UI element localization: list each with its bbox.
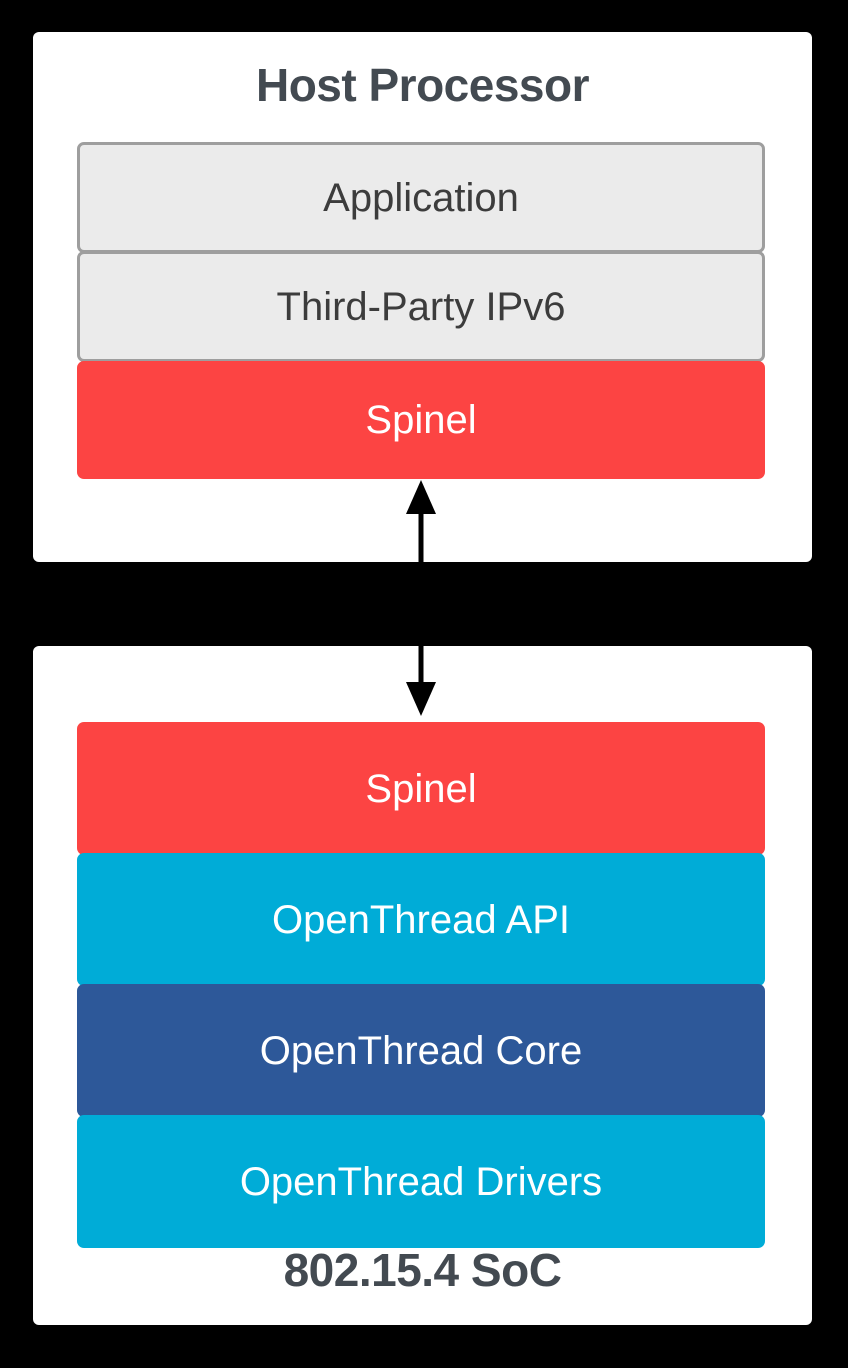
spinel-link-double-arrow: [396, 478, 446, 718]
layer-box-openthread-drivers: OpenThread Drivers: [77, 1115, 765, 1248]
layer-box-host-spinel: Spinel: [77, 361, 765, 479]
soc-title: 802.15.4 SoC: [283, 1244, 562, 1296]
layer-box-third-party-ipv6: Third-Party IPv6: [77, 251, 765, 362]
host-processor-title: Host Processor: [255, 59, 590, 111]
layer-box-soc-spinel: Spinel: [77, 722, 765, 855]
host-processor-layer-stack: Application Third-Party IPv6 Spinel: [77, 142, 765, 479]
layer-box-openthread-api: OpenThread API: [77, 853, 765, 986]
soc-layer-stack: Spinel OpenThread API OpenThread Core Op…: [77, 722, 765, 1248]
layer-box-openthread-core: OpenThread Core: [77, 984, 765, 1117]
soc-panel: Spinel OpenThread API OpenThread Core Op…: [33, 646, 812, 1325]
host-processor-panel: Host Processor Application Third-Party I…: [33, 32, 812, 562]
double-headed-arrow-icon: [406, 480, 436, 716]
layer-box-application: Application: [77, 142, 765, 253]
